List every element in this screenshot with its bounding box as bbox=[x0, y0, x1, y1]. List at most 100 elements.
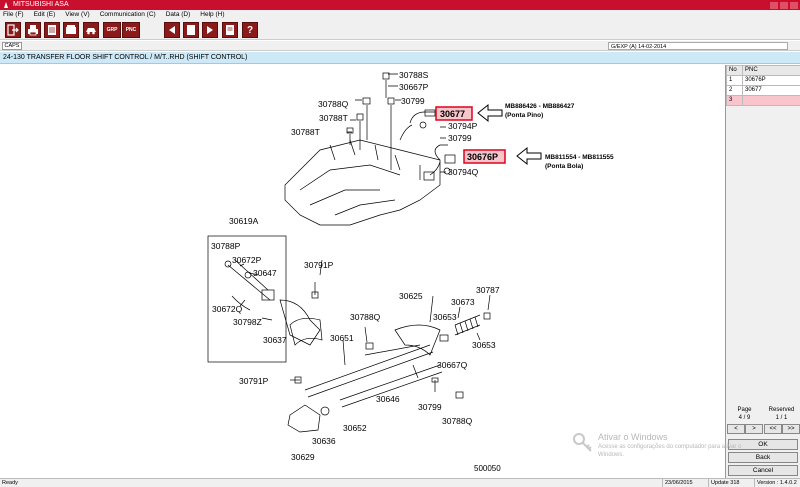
notes-button[interactable] bbox=[222, 22, 238, 38]
callout-label[interactable]: 30788P bbox=[211, 241, 241, 251]
callout-label[interactable]: 30625 bbox=[399, 291, 423, 301]
status-ready: Ready bbox=[2, 480, 18, 486]
back-button[interactable]: Back bbox=[728, 452, 798, 463]
last-reserved-button[interactable]: >> bbox=[782, 424, 800, 434]
callout-label[interactable]: 30794Q bbox=[448, 167, 479, 177]
maximize-icon[interactable] bbox=[780, 1, 788, 9]
callout-label[interactable]: 30791P bbox=[304, 260, 334, 270]
print-button[interactable] bbox=[25, 22, 41, 38]
print-list-button[interactable] bbox=[44, 22, 60, 38]
table-row[interactable]: 1 30676P bbox=[726, 75, 800, 86]
callout-label[interactable]: 30619A bbox=[229, 216, 259, 226]
vehicle-button[interactable] bbox=[83, 22, 99, 38]
callout-label[interactable]: 30672Q bbox=[212, 304, 243, 314]
cancel-button[interactable]: Cancel bbox=[728, 465, 798, 476]
callout-label[interactable]: 30667Q bbox=[437, 360, 468, 370]
page-icon bbox=[187, 25, 195, 35]
callout-label-highlighted[interactable]: 30677 bbox=[440, 109, 465, 119]
printer-icon bbox=[28, 25, 38, 36]
callout-label[interactable]: 30637 bbox=[263, 335, 287, 345]
row-pnc: 30677 bbox=[742, 85, 800, 96]
callout-label[interactable]: 30787 bbox=[476, 285, 500, 295]
status-row: CAPS G/EXP (A) 14-02-2014 bbox=[0, 41, 800, 51]
next-button[interactable] bbox=[202, 22, 218, 38]
menu-edit[interactable]: Edit (E) bbox=[33, 11, 56, 18]
watermark-title: Ativar o Windows bbox=[598, 432, 668, 442]
callout-part-numbers: MB811554 - MB811555 bbox=[545, 154, 614, 161]
prev-page-button[interactable]: < bbox=[727, 424, 745, 434]
next-page-button[interactable]: > bbox=[745, 424, 763, 434]
callout-label[interactable]: 30788Q bbox=[350, 312, 381, 322]
callout-label[interactable]: 30799 bbox=[418, 402, 442, 412]
callout-label[interactable]: 30788S bbox=[399, 70, 429, 80]
mitsubishi-logo-icon bbox=[3, 1, 10, 9]
callout-label[interactable]: 30788T bbox=[319, 113, 348, 123]
row-no: 1 bbox=[726, 75, 743, 86]
callout-label[interactable]: 30651 bbox=[330, 333, 354, 343]
arrow-left-icon bbox=[516, 146, 542, 166]
pnc-panel: No PNC 1 30676P 2 30677 3 Page Reserved … bbox=[725, 65, 800, 478]
callout-label[interactable]: 30791P bbox=[239, 376, 269, 386]
close-icon[interactable] bbox=[790, 1, 798, 9]
watermark-line: Acesse as configurações do computador pa… bbox=[598, 444, 742, 450]
catalog-icon bbox=[66, 25, 76, 34]
pnc-button[interactable]: PNC bbox=[122, 22, 140, 38]
column-header-pnc[interactable]: PNC bbox=[742, 65, 800, 76]
callout-label[interactable]: 30647 bbox=[253, 268, 277, 278]
callout-label[interactable]: 30799 bbox=[448, 133, 472, 143]
callout-note: (Ponta Pino) bbox=[505, 112, 543, 119]
grp-button[interactable]: GRP bbox=[103, 22, 121, 38]
callout-note: (Ponta Bola) bbox=[545, 163, 583, 170]
car-icon bbox=[86, 28, 96, 35]
page-button[interactable] bbox=[183, 22, 199, 38]
callout-label[interactable]: 30799 bbox=[401, 96, 425, 106]
minimize-icon[interactable] bbox=[770, 1, 778, 9]
highlight-box-30676p[interactable] bbox=[463, 149, 506, 164]
callout-label[interactable]: 30788Q bbox=[442, 416, 473, 426]
menu-data[interactable]: Data (D) bbox=[165, 11, 191, 18]
callout-label[interactable]: 30652 bbox=[343, 423, 367, 433]
menu-view[interactable]: View (V) bbox=[65, 11, 90, 18]
app-title: MITSUBISHI ASA bbox=[13, 1, 69, 8]
triangle-left-icon bbox=[169, 26, 175, 34]
callout-label-highlighted[interactable]: 30676P bbox=[467, 152, 498, 162]
callout-label[interactable]: 30653 bbox=[472, 340, 496, 350]
callout-label[interactable]: 30672P bbox=[232, 255, 262, 265]
highlight-box-30677[interactable] bbox=[435, 106, 473, 121]
callout-part-numbers: MB886426 - MB886427 bbox=[505, 103, 575, 110]
callout-label[interactable]: 30788T bbox=[291, 127, 320, 137]
row-pnc bbox=[742, 95, 800, 106]
callout-label[interactable]: 30798Z bbox=[233, 317, 262, 327]
callout-label[interactable]: 30788Q bbox=[318, 99, 349, 109]
status-version: Version : 1.4.0.2 bbox=[754, 479, 797, 487]
menu-file[interactable]: File (F) bbox=[3, 11, 24, 18]
status-date: 23/06/2015 bbox=[662, 479, 693, 487]
reserved-value: 1 / 1 bbox=[775, 415, 788, 421]
page-label: Page bbox=[737, 407, 752, 413]
table-row-selected[interactable]: 3 bbox=[726, 95, 800, 106]
callout-label[interactable]: 30629 bbox=[291, 452, 315, 462]
help-button[interactable]: ? bbox=[242, 22, 258, 38]
watermark-line: Windows. bbox=[598, 452, 625, 458]
activation-watermark: Ativar o Windows Acesse as configurações… bbox=[598, 432, 741, 459]
previous-button[interactable] bbox=[164, 22, 180, 38]
menu-help[interactable]: Help (H) bbox=[200, 11, 225, 18]
callout-label[interactable]: 30653 bbox=[433, 312, 457, 322]
menu-communication[interactable]: Communication (C) bbox=[99, 11, 156, 18]
catalog-button[interactable] bbox=[63, 22, 79, 38]
exit-button[interactable] bbox=[5, 22, 21, 38]
ok-button[interactable]: OK bbox=[728, 439, 798, 450]
part-group-title: 24-130 TRANSFER FLOOR SHIFT CONTROL / M/… bbox=[0, 52, 800, 64]
callout-label[interactable]: 30794P bbox=[448, 121, 478, 131]
callout-label[interactable]: 30673 bbox=[451, 297, 475, 307]
exit-icon bbox=[7, 24, 19, 36]
table-row[interactable]: 2 30677 bbox=[726, 85, 800, 96]
parts-diagram: 30788S 30667P 30788Q 30799 30788T 30794P… bbox=[0, 65, 724, 478]
menu-bar: File (F) Edit (E) View (V) Communication… bbox=[0, 10, 800, 20]
first-reserved-button[interactable]: << bbox=[764, 424, 782, 434]
callout-label[interactable]: 30646 bbox=[376, 394, 400, 404]
column-header-no[interactable]: No bbox=[726, 65, 743, 76]
callout-label[interactable]: 30667P bbox=[399, 82, 429, 92]
row-no: 2 bbox=[726, 85, 743, 96]
callout-label[interactable]: 30636 bbox=[312, 436, 336, 446]
